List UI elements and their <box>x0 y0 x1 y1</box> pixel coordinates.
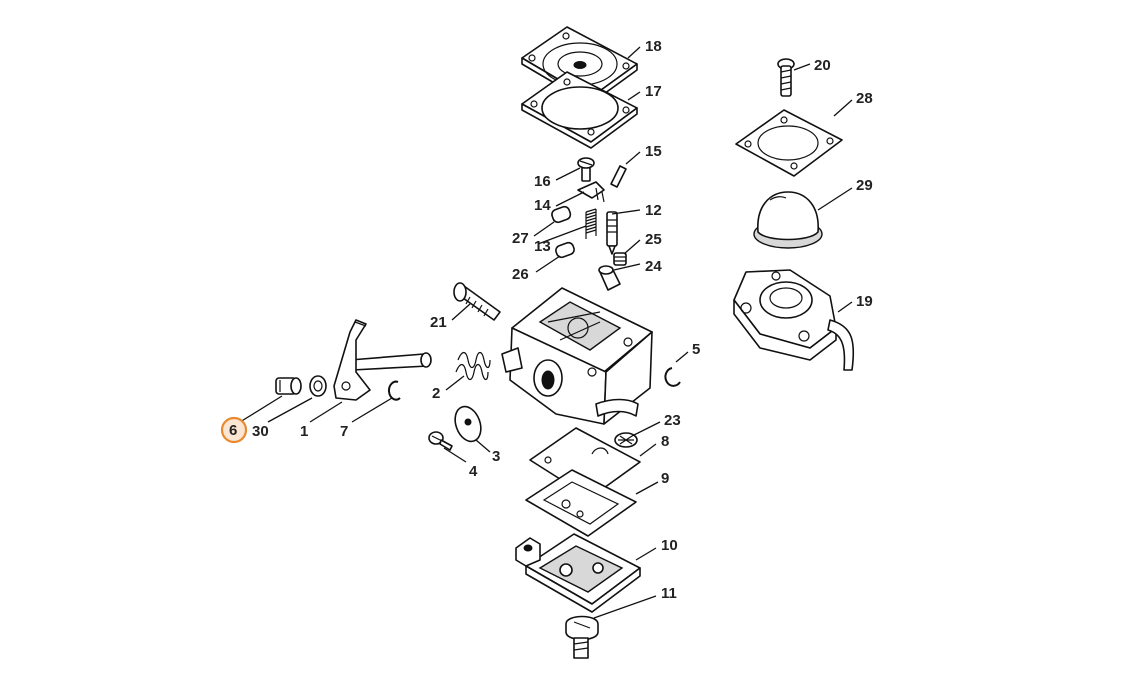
callout-9: 9 <box>661 470 669 487</box>
callout-labels: 18 17 16 15 14 12 27 13 25 26 24 21 2 5 … <box>229 38 873 602</box>
callout-17: 17 <box>645 83 662 100</box>
part-29-primer-bulb <box>753 191 823 249</box>
part-17-gasket <box>521 71 638 149</box>
callout-27: 27 <box>512 230 529 247</box>
part-24-jet <box>598 265 621 291</box>
callout-14: 14 <box>534 197 551 214</box>
callout-18: 18 <box>645 38 662 55</box>
part-1-shaft <box>333 319 432 401</box>
part-25-screw <box>613 252 627 266</box>
callout-10: 10 <box>661 537 678 554</box>
callout-30: 30 <box>252 423 269 440</box>
part-12-needle <box>606 211 618 255</box>
callout-7: 7 <box>340 423 348 440</box>
part-21-screw <box>453 282 501 321</box>
part-4-screw <box>428 431 453 451</box>
part-19-pump-housing <box>733 269 855 371</box>
callout-15: 15 <box>645 143 662 160</box>
part-10-cover <box>515 533 641 613</box>
callout-4: 4 <box>469 463 478 480</box>
part-27-plug <box>551 205 572 224</box>
callout-3: 3 <box>492 448 500 465</box>
callout-24: 24 <box>645 258 662 275</box>
callout-2: 2 <box>432 385 440 402</box>
part-20-screw <box>777 58 795 97</box>
part-16-screw <box>577 157 595 182</box>
part-28-gasket <box>735 109 843 177</box>
callout-23: 23 <box>664 412 681 429</box>
callout-16: 16 <box>534 173 551 190</box>
callout-25: 25 <box>645 231 662 248</box>
part-13-spring <box>585 208 597 239</box>
part-26-plug <box>555 241 575 259</box>
callout-26: 26 <box>512 266 529 283</box>
callout-29: 29 <box>856 177 873 194</box>
callout-20: 20 <box>814 57 831 74</box>
part-15-pin <box>610 165 627 188</box>
part-9-gasket <box>525 469 637 537</box>
part-2-spring <box>455 351 491 381</box>
part-11-screw <box>565 615 599 659</box>
leader-lines <box>239 46 853 619</box>
callout-28: 28 <box>856 90 873 107</box>
callout-21: 21 <box>430 314 447 331</box>
part-7-clip <box>387 380 401 401</box>
callout-13: 13 <box>534 238 551 255</box>
part-3-plate <box>454 405 482 443</box>
callout-8: 8 <box>661 433 669 450</box>
callout-12: 12 <box>645 202 662 219</box>
carburetor-body <box>501 287 653 425</box>
part-23-screen <box>614 432 638 448</box>
callout-19: 19 <box>856 293 873 310</box>
highlight-ring <box>220 416 248 444</box>
part-5-clip <box>664 367 681 387</box>
part-30-washer <box>309 375 327 397</box>
callout-6: 6 <box>229 422 237 439</box>
part-14-lever <box>577 181 605 203</box>
callout-1: 1 <box>300 423 308 440</box>
callout-11: 11 <box>661 585 677 602</box>
part-6-bushing <box>275 377 302 395</box>
callout-5: 5 <box>692 341 700 358</box>
